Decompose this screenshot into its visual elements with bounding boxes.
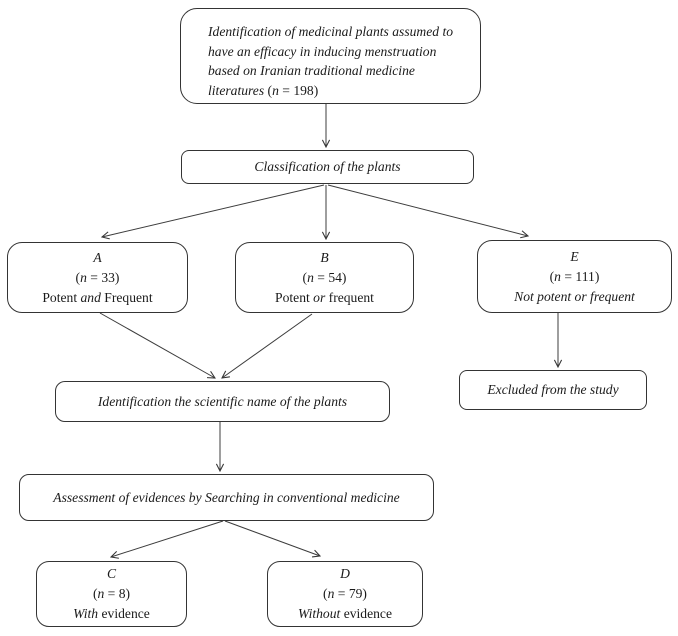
- text-segment: n: [272, 82, 279, 98]
- group-description: Potent and Frequent: [42, 288, 152, 308]
- group-description: With evidence: [73, 604, 150, 624]
- text-segment: and: [80, 289, 101, 305]
- text-segment: With: [73, 606, 99, 621]
- text-segment: (: [75, 269, 81, 285]
- arrow-assessment-to-d: [224, 520, 320, 556]
- arrow-classification-to-a: [102, 184, 325, 237]
- node-group-d: D (n = 79) Without evidence: [267, 561, 423, 627]
- text-segment: = 54): [313, 269, 347, 285]
- arrow-b-to-scientific: [222, 313, 313, 378]
- node-group-e: E (n = 111) Not potent or frequent: [477, 240, 672, 313]
- group-count: (n = 8): [93, 584, 130, 604]
- arrow-assessment-to-c: [111, 520, 224, 557]
- text-segment: evidence: [340, 606, 392, 621]
- node-scientific-name: Identification the scientific name of th…: [55, 381, 390, 422]
- group-description: Not potent or frequent: [514, 288, 635, 304]
- node-label: Identification the scientific name of th…: [97, 393, 348, 409]
- group-description: Potent or frequent: [275, 288, 374, 308]
- text-segment: or: [313, 289, 326, 305]
- text-segment: frequent: [325, 289, 374, 305]
- node-classification: Classification of the plants: [181, 150, 474, 184]
- text-segment: = 8): [104, 586, 131, 601]
- group-letter: D: [340, 566, 350, 581]
- node-text-line: Identification of medicinal plants assum…: [208, 24, 454, 39]
- node-group-c: C (n = 8) With evidence: [36, 561, 187, 627]
- node-excluded: Excluded from the study: [459, 370, 647, 410]
- node-text-line: have an efficacy in inducing menstruatio…: [208, 43, 437, 59]
- text-segment: evidence: [98, 606, 150, 621]
- text-segment: (: [92, 586, 98, 601]
- text-segment: = 79): [334, 586, 367, 601]
- text-segment: Potent: [275, 289, 314, 305]
- text-segment: = 198): [278, 82, 319, 98]
- node-label: Assessment of evidences by Searching in …: [53, 489, 400, 505]
- arrow-a-to-scientific: [99, 312, 215, 378]
- text-segment: n: [97, 586, 105, 601]
- group-letter: C: [106, 566, 117, 581]
- node-text-line: literatures (n = 198): [208, 81, 318, 101]
- text-segment: literatures: [208, 82, 268, 98]
- text-segment: n: [554, 268, 561, 284]
- node-assessment: Assessment of evidences by Searching in …: [19, 474, 434, 521]
- group-letter: B: [320, 249, 329, 265]
- group-count: (n = 33): [76, 268, 120, 288]
- text-segment: n: [307, 269, 314, 285]
- text-segment: Frequent: [100, 289, 153, 305]
- node-text-line: based on Iranian traditional medicine: [208, 63, 415, 78]
- text-segment: (: [302, 269, 308, 285]
- group-count: (n = 111): [550, 267, 600, 287]
- text-segment: (: [267, 82, 273, 98]
- group-count: (n = 54): [303, 268, 347, 288]
- arrow-classification-to-e: [327, 184, 528, 236]
- node-group-a: A (n = 33) Potent and Frequent: [7, 242, 188, 313]
- text-segment: = 111): [560, 268, 600, 284]
- node-source-identification: Identification of medicinal plants assum…: [180, 8, 481, 104]
- text-segment: = 33): [86, 269, 120, 285]
- group-letter: E: [570, 248, 579, 264]
- text-segment: n: [327, 586, 335, 601]
- group-count: (n = 79): [323, 584, 367, 604]
- group-description: Without evidence: [298, 604, 392, 624]
- node-group-b: B (n = 54) Potent or frequent: [235, 242, 414, 313]
- text-segment: (: [323, 586, 328, 601]
- node-label: Excluded from the study: [487, 382, 619, 397]
- group-letter: A: [93, 249, 102, 265]
- text-segment: Potent: [42, 289, 81, 305]
- text-segment: (: [549, 268, 555, 284]
- text-segment: n: [80, 269, 87, 285]
- node-label: Classification of the plants: [254, 159, 401, 174]
- text-segment: Without: [298, 606, 341, 621]
